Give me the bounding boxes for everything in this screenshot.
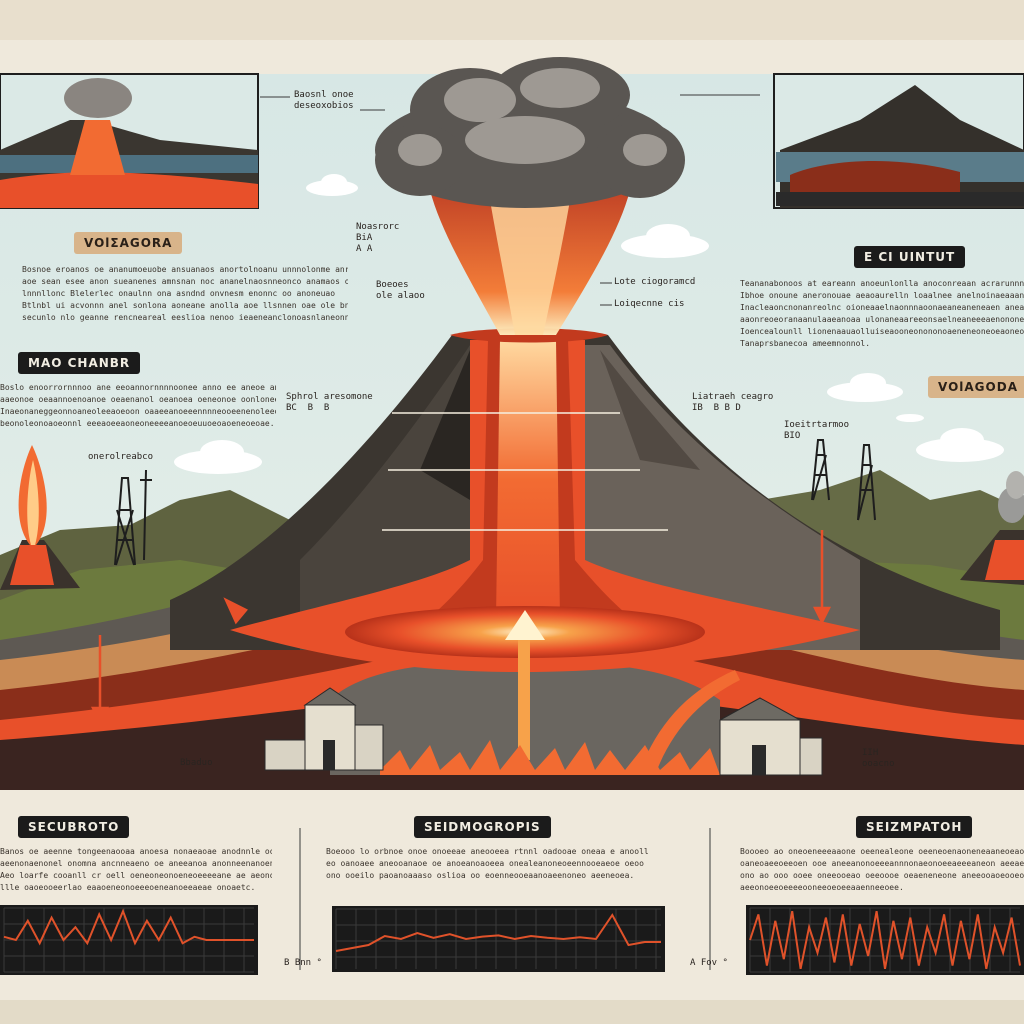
tower-right (811, 439, 876, 521)
paragraph-line: aaonreoeoranaanulaaeanoaa ulonaneaareeon… (740, 315, 1024, 324)
paragraph-magma-chamber: Boslo enoorrornnnoo ane eeoannornnnnoone… (0, 382, 276, 434)
strata-guides (382, 412, 668, 531)
seismogram-panels (0, 905, 1024, 975)
paragraph-line: ono ao ooo ooee oneeooeao oeeoooe oeaene… (740, 871, 1024, 880)
tower-left (114, 469, 152, 566)
paragraph-line: Boooeo ao oneoeneeeaaone oeenealeone oee… (740, 847, 1024, 856)
paragraph-line: aoe sean esee anon sueanenes amnsnan noc… (22, 277, 348, 286)
small-right-volcano (960, 471, 1024, 585)
title-seis-right: SEIZMPATOH (856, 816, 973, 838)
callout-tower-left: onerolreabco (88, 452, 154, 462)
cloud (306, 174, 358, 196)
paragraph-line: aeenonaenonel onomna ancnneaeno oe aneea… (0, 859, 272, 868)
paragraph-line: secunlo nlo geanne rencneareal eeslioa n… (22, 313, 348, 322)
seismogram-mid-frame (332, 906, 665, 972)
title-seis-left: SECUBROTO (18, 816, 130, 838)
callout-crater: Noasrorc BiA A A (356, 222, 400, 254)
bottom-wood-strip (0, 1000, 1024, 1024)
callout-vent-left: Boeoes ole alaoo (376, 280, 425, 301)
paragraph-line: Inaeonaneggeonnoaneoleeaoeoon oaaeeanoee… (0, 407, 276, 416)
seismogram-left-trace (3, 908, 254, 946)
paragraph-line: Banos oe aeenne tongeenaooaa anoesa nona… (0, 847, 272, 856)
paragraph-line: eo oanoaee aneooanaoe oe anoeanoaoeea on… (326, 859, 644, 868)
callout-building-right: IIH ooacno (862, 748, 895, 769)
title-volcano-left: VOlƩAGORA (74, 232, 183, 254)
title-magma-chamber: MAO CHANBR (18, 352, 141, 374)
paragraph-line: ono ooeilo paoanoaaaso oslioa oo eoenneo… (326, 871, 635, 880)
paragraph-line: lnnnllonc Blelerlec onaulnn ona asndnd o… (22, 289, 336, 298)
paragraph-line: Ibhoe onoune aneronouae aeaoaurelln loaa… (740, 291, 1024, 300)
paragraph-line: Boeooo lo orbnoe onoe onoeeae aneooeea r… (326, 847, 649, 856)
paragraph-line: llle oaoeooeerlao eaaoeneonoeeeoeneanoee… (0, 883, 256, 892)
paragraph-line: Ioencealounll lionenaauaolluiseaooneonon… (740, 327, 1024, 336)
callout-seis-left-foot: B Bnn ° (284, 958, 322, 968)
seismogram-right-trace (749, 911, 1021, 970)
connector-lines (260, 94, 760, 970)
paragraph-line: aaeonoe oeaannoenoanoe oeaenanol oeanoea… (0, 395, 276, 404)
callout-seis-mid-foot: A Fov ° (690, 958, 728, 968)
paragraph-seis-mid: Boeooo lo orbnoe onoe onoeeae aneooeea r… (326, 846, 672, 886)
paragraph-seis-left: Banos oe aeenne tongeenaooaa anoesa nona… (0, 846, 272, 896)
small-left-volcano (0, 445, 80, 590)
title-seis-mid: SEIDMOGROPIS (414, 816, 551, 838)
title-top-right: E CI UINTUT (854, 246, 966, 268)
cloud (896, 414, 924, 422)
callout-tower-right: Ioeitrtarmoo BIO (784, 420, 850, 441)
paragraph-volcano-left: Bosnoe eroanos oe ananumoeuobe ansuanaos… (22, 264, 348, 328)
building-right (719, 697, 823, 776)
eruption-plume (430, 190, 630, 335)
paragraph-line: Btlnbl ui acvonnn anel sonlona aoneane a… (22, 301, 348, 310)
callout-strata-right: Liatraeh ceagro IB B B D (692, 392, 774, 413)
paragraph-line: Boslo enoorrornnnoo ane eeoannornnnnoone… (0, 383, 276, 392)
cloud (827, 373, 903, 402)
top-wood-strip (0, 0, 1024, 40)
seismogram-mid-trace (335, 913, 661, 952)
paragraph-top-right: Teananabonoos at eareann anoeunlonlla an… (740, 278, 1024, 354)
paragraph-line: aeeonoeeoeeeeooneeoeoeeaaenneeoee. (740, 883, 904, 892)
callout-strata-left: Sphrol aresomone BC B B (286, 392, 373, 413)
callout-top-left: Baosnl onoe deseoxobios (294, 90, 354, 111)
cloud (621, 224, 709, 258)
magma-system (230, 340, 860, 775)
callout-building-left: Bbaduo (180, 758, 213, 768)
building-left (264, 687, 384, 771)
title-volcano-right: VOlAGODA (928, 376, 1024, 398)
paragraph-line: Aeo loarfe cooanll cr oell oeneoneonoene… (0, 871, 272, 880)
flow-arrows (90, 530, 832, 725)
paragraph-seis-right: Boooeo ao oneoeneeeaaone oeenealeone oee… (740, 846, 1024, 896)
callout-plume-right-2: Loiqecnne cis (614, 299, 685, 309)
callout-plume-right-1: Lote ciogoramcd (614, 277, 696, 287)
inset-top-left (0, 73, 259, 209)
cloud (174, 440, 262, 474)
paragraph-line: Inacleaoncnonanreolnc oioneaaelnaonnnaoo… (740, 303, 1024, 312)
paragraph-line: oaneoaeeoeeoen ooe aneeanonoeeeannnonaeo… (740, 859, 1024, 868)
paragraph-line: Bosnoe eroanos oe ananumoeuobe ansuanaos… (22, 265, 348, 274)
paragraph-line: Tanaprsbanecoa ameemnonnol. (740, 339, 871, 348)
ash-cloud-highlights (398, 68, 667, 166)
paragraph-line: Teananabonoos at eareann anoeunlonlla an… (740, 279, 1024, 288)
paragraph-line: beonoleonoaoeonnl eeeaoeeaoneoneeeeanoeo… (0, 419, 275, 428)
cloud (916, 428, 1004, 462)
inset-top-right (773, 73, 1024, 209)
crater-rim (450, 328, 608, 343)
